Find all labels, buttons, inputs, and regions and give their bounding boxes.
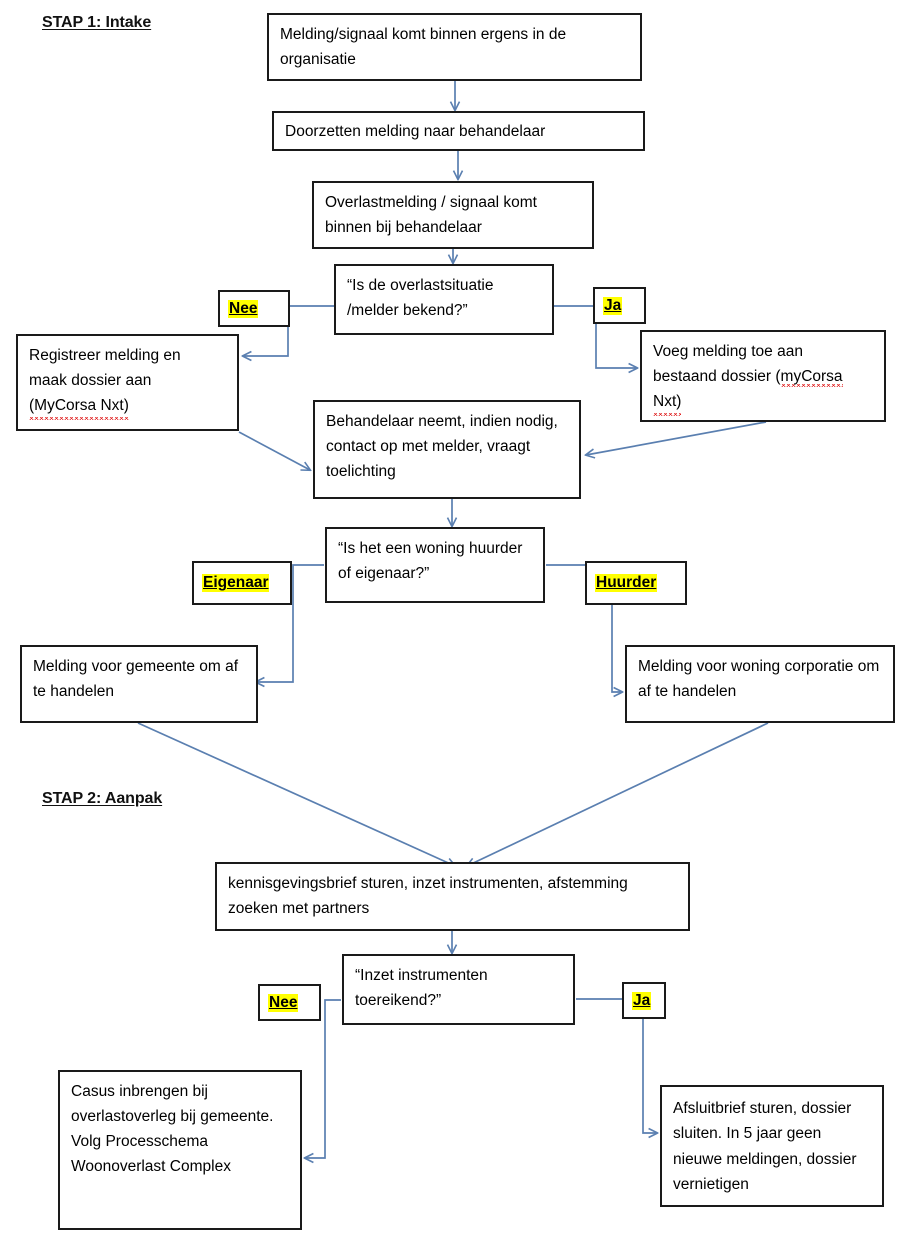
node-doorzetten-melding: Doorzetten melding naar behandelaar [272,111,645,151]
node-voeg-melding-toe: Voeg melding toe aan bestaand dossier (m… [640,330,886,422]
branch-label-nee-instrumenten: Nee [258,984,321,1021]
node-voegtoe-line-2-prefix: bestaand dossier ( [653,368,781,386]
decision-woning-huurder-of-eigenaar: “Is het een woning huurder of eigenaar?” [325,527,545,603]
wire-gemeente-to-kennisgeving [137,722,455,866]
node-registreer-line-2: maak dossier aan [29,372,152,390]
wire-decision3-nee-to-casus [305,999,341,1158]
node-registreer-line-1: Registreer melding en [29,347,181,364]
wire-decision3-ja-to-afsluitbrief [576,998,657,1133]
branch-label-ja-instrumenten: Ja [622,982,666,1019]
node-afsluitbrief-dossier-sluiten: Afsluitbrief sturen, dossier sluiten. In… [660,1085,884,1207]
wire-corporatie-to-kennisgeving [467,722,769,866]
node-casus-inbrengen-overlastoverleg: Casus inbrengen bij overlastoverleg bij … [58,1070,302,1230]
node-kennisgevingsbrief: kennisgevingsbrief sturen, inzet instrum… [215,862,690,931]
node-overlastmelding-behandelaar: Overlastmelding / signaal komt binnen bi… [312,181,594,249]
decision-inzet-instrumenten-toereikend: “Inzet instrumenten toereikend?” [342,954,575,1025]
node-melding-voor-gemeente: Melding voor gemeente om af te handelen [20,645,258,723]
branch-label-nee-instrumenten-text: Nee [268,993,299,1012]
branch-label-huurder-text: Huurder [595,574,658,592]
node-intake-melding: Melding/signaal komt binnen ergens in de… [267,13,642,81]
wire-voegtoe-to-behandelaar [586,421,767,455]
branch-label-eigenaar: Eigenaar [192,561,292,605]
heading-stap-1: STAP 1: Intake [42,14,152,31]
node-registreer-line-3: (MyCorsa Nxt) [29,393,129,420]
branch-label-ja-instrumenten-text: Ja [632,991,652,1010]
node-voegtoe-line-3: Nxt) [653,389,682,416]
branch-label-ja-bekend-text: Ja [603,296,623,315]
branch-label-nee-bekend-text: Nee [228,299,259,318]
branch-label-nee-bekend: Nee [218,290,290,327]
branch-label-ja-bekend: Ja [593,287,646,324]
node-voegtoe-line-2: bestaand dossier (myCorsa [653,364,873,389]
decision-is-overlastsituatie-bekend: “Is de overlastsituatie /melder bekend?” [334,264,554,335]
node-voegtoe-line-1: Voeg melding toe aan [653,343,803,360]
node-registreer-melding: Registreer melding en maak dossier aan (… [16,334,239,431]
branch-label-eigenaar-text: Eigenaar [202,574,270,592]
branch-label-huurder: Huurder [585,561,687,605]
node-voegtoe-line-2-spellword: myCorsa [780,368,843,386]
node-behandelaar-contact-melder: Behandelaar neemt, indien nodig, contact… [313,400,581,499]
wire-registreer-to-behandelaar [238,431,310,470]
heading-stap-2: STAP 2: Aanpak [42,790,163,807]
node-melding-voor-woningcorporatie: Melding voor woning corporatie om af te … [625,645,895,723]
